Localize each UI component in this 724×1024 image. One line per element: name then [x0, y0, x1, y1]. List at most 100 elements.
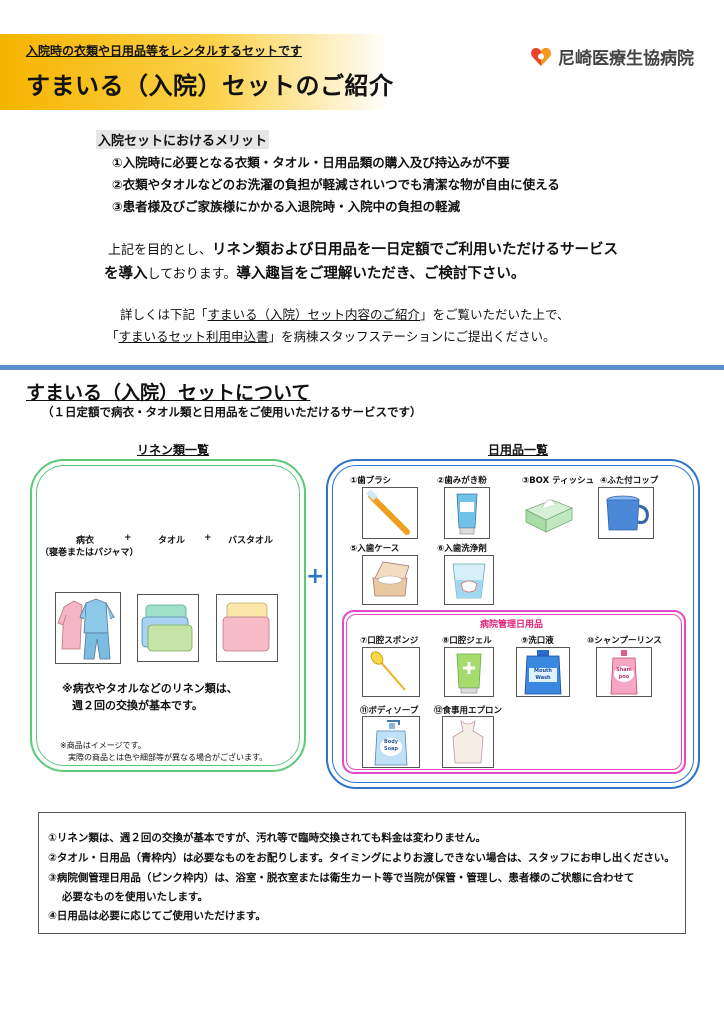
heart-logo-icon [531, 47, 551, 66]
shampoo-image: Sham poo [596, 647, 652, 697]
intro-bold: を導入 [104, 266, 148, 282]
linen-box [30, 459, 306, 772]
denture-cleaner-image [444, 555, 494, 605]
item-label-toothpaste: ②歯みがき粉 [437, 476, 487, 486]
item-label-denture-case: ⑤入歯ケース [350, 544, 400, 554]
bath-towel-icon [222, 602, 270, 652]
towel-image [137, 594, 199, 662]
header-subtitle: 入院時の衣類や日用品等をレンタルするセットです [26, 44, 303, 58]
intro-bold: リネン類および日用品を一日定額でご利用いただけるサービス [212, 242, 619, 258]
oral-sponge-image [362, 647, 420, 697]
tissue-box-icon [525, 499, 574, 533]
hospital-name: 尼崎医療生協病院 [558, 49, 694, 69]
header-band [0, 34, 390, 110]
note-line: ④日用品は必要に応じてご使用いただけます。 [48, 910, 266, 922]
daily-list-title: 日用品一覧 [488, 443, 549, 457]
item-label-oral-gel: ⑧口腔ジェル [442, 636, 492, 646]
tissue-image [522, 490, 576, 534]
intro-line-2: を導入しております。導入趣旨をご理解いただき、ご検討下さい。 [104, 262, 525, 283]
towel-icon [141, 604, 193, 652]
toothbrush-image [362, 487, 418, 539]
item-label-cup: ④ふた付コップ [600, 476, 659, 486]
oral-gel-image [444, 647, 494, 697]
oral-gel-icon [456, 653, 482, 694]
apron-image [442, 716, 494, 768]
section-title: すまいる（入院）セットについて [26, 382, 311, 404]
oral-sponge-icon [370, 651, 406, 691]
body-soap-label-text: Body Soap [383, 739, 399, 752]
apron-icon [452, 719, 484, 764]
denture-cleaner-icon [452, 563, 486, 599]
mouthwash-icon [524, 650, 562, 695]
note-line: 週２回の交換が基本です。 [72, 699, 203, 712]
linen-item-bath-towel: バスタオル [228, 536, 274, 546]
merit-heading: 入院セットにおけるメリット [96, 130, 270, 149]
details-line-2: 「すまいるセット利用申込書」を病棟スタッフステーションにご提出ください。 [106, 326, 556, 345]
item-label-body-soap: ⑪ボディソープ [360, 706, 419, 716]
hospital-managed-box-inner [346, 614, 682, 770]
details-text: 」を病棟スタッフステーションにご提出ください。 [268, 329, 556, 344]
linen-item-towel: タオル [158, 536, 186, 546]
daily-items-box [326, 459, 700, 789]
plus-icon: + [306, 564, 325, 589]
plus-mark: + [204, 533, 212, 543]
cup-icon [606, 495, 649, 531]
pajama-icon [57, 598, 115, 660]
note-line: ※病衣やタオルなどのリネン類は、 [62, 682, 238, 695]
mouthwash-image: Mouth Wash [516, 647, 570, 697]
intro-plain: 上記を目的とし、 [108, 243, 213, 258]
toothbrush-icon [366, 489, 410, 535]
details-text: 「 [106, 329, 119, 344]
item-label-mouthwash: ⑨洗口液 [521, 636, 554, 646]
linen-exchange-note: ※病衣やタオルなどのリネン類は、 週２回の交換が基本です。 [62, 680, 238, 714]
item-label-tissue: ③BOX ティッシュ [522, 476, 595, 486]
hospital-logo: 尼崎医療生協病院 [530, 44, 694, 69]
set-contents-link[interactable]: すまいる（入院）セット内容のご紹介 [207, 307, 421, 322]
bath-towel-image [216, 594, 278, 662]
daily-items-box-inner [332, 465, 694, 783]
linen-item-gown: 病衣 [76, 536, 95, 546]
merit-item: ①入院時に必要となる衣類・タオル・日用品類の購入及び持込みが不要 [112, 155, 510, 170]
shampoo-icon [610, 650, 638, 695]
disclaimer-line: ※商品はイメージです。 [60, 741, 146, 750]
plus-mark: + [124, 533, 132, 543]
cup-image [598, 487, 654, 539]
intro-plain: しております。 [147, 267, 237, 282]
item-label-shampoo: ⑩シャンプーリンス [587, 636, 662, 646]
note-line: ②タオル・日用品（青枠内）は必要なものをお配りします。タイミングによりお渡しでき… [48, 852, 675, 864]
hospital-managed-title: 病院管理日用品 [480, 620, 544, 630]
hospital-managed-box [342, 610, 686, 774]
linen-box-inner [36, 465, 300, 766]
toothpaste-image [444, 487, 490, 539]
item-label-toothbrush: ①歯ブラシ [350, 476, 392, 486]
page-title: すまいる（入院）セットのご紹介 [26, 72, 394, 100]
notes-box [38, 812, 686, 934]
note-line: ③病院側管理日用品（ピンク枠内）は、浴室・脱衣室または衛生カート等で当院が保管・… [48, 872, 635, 884]
merit-item: ②衣類やタオルなどのお洗濯の負担が軽減されいつでも清潔な物が自由に使える [112, 177, 560, 192]
intro-bold: 導入趣旨をご理解いただき、ご検討下さい。 [236, 266, 526, 282]
note-line: 必要なものを使用いたします。 [62, 891, 208, 903]
disclaimer-line: 実際の商品とは色や細部等が異なる場合がございます。 [68, 753, 268, 762]
note-line: ①リネン類は、週２回の交換が基本ですが、汚れ等で臨時交換されても料金は変わりませ… [48, 832, 487, 844]
details-line-1: 詳しくは下記「すまいる（入院）セット内容のご紹介」をご覧いただいた上で、 [120, 304, 570, 323]
item-label-apron: ⑫食事用エプロン [434, 706, 503, 716]
merit-item: ③患者様及びご家族様にかかる入退院時・入院中の負担の軽減 [112, 199, 461, 214]
body-soap-icon [374, 720, 408, 766]
linen-list-title: リネン類一覧 [137, 443, 210, 457]
denture-case-icon [372, 561, 410, 597]
shampoo-label-text: Sham poo [616, 667, 632, 680]
toothpaste-icon [456, 493, 478, 535]
section-divider [0, 365, 724, 370]
linen-item-gown-sub: （寝巻またはパジャマ） [40, 548, 139, 558]
section-note: （１日定額で病衣・タオル類と日用品をご使用いただけるサービスです） [42, 405, 422, 419]
intro-line-1: 上記を目的とし、リネン類および日用品を一日定額でご利用いただけるサービス [108, 238, 618, 259]
mouthwash-label-text: Mouth Wash [534, 668, 552, 681]
item-label-oral-sponge: ⑦口腔スポンジ [360, 636, 419, 646]
gown-image [55, 592, 121, 664]
denture-case-image [362, 555, 418, 605]
details-text: 」をご覧いただいた上で、 [420, 307, 570, 322]
body-soap-image: Body Soap [362, 716, 420, 768]
item-label-denture-cleaner: ⑥入歯洗浄剤 [437, 544, 487, 554]
application-form-link[interactable]: すまいるセット利用申込書 [118, 329, 269, 344]
details-text: 詳しくは下記「 [120, 307, 208, 322]
